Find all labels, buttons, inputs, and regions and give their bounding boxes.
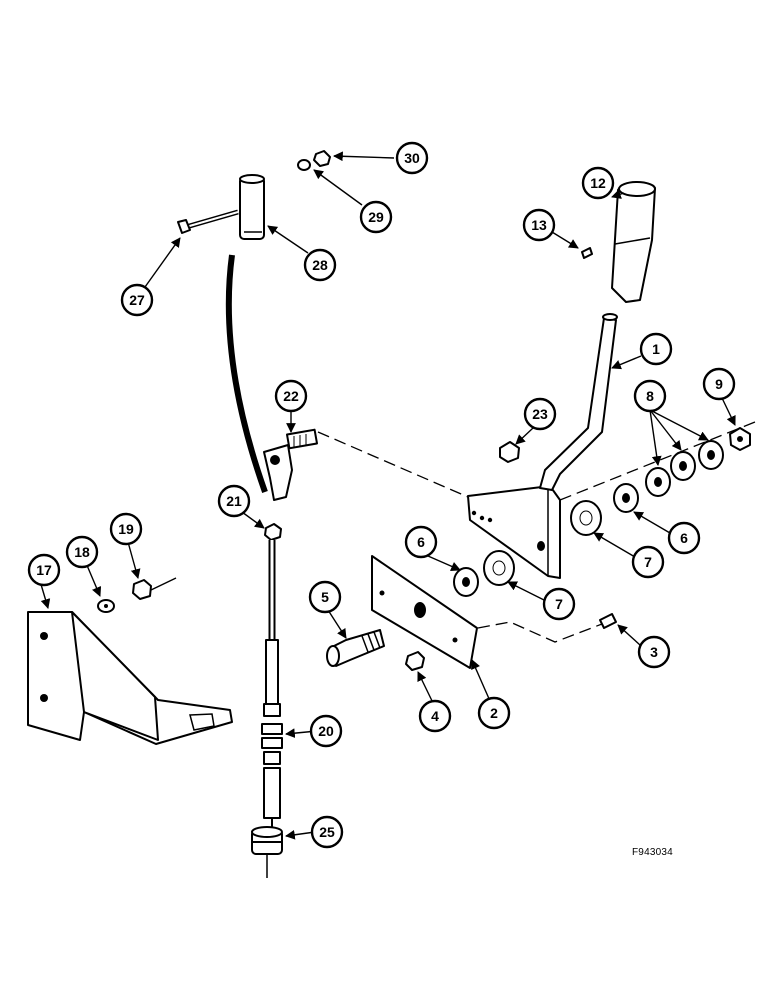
screw-part-3 xyxy=(599,613,617,629)
svg-text:2: 2 xyxy=(490,705,498,721)
callout-7-right: 7 xyxy=(631,545,665,579)
lever-part-1 xyxy=(467,313,618,579)
figure-code: F943034 xyxy=(632,847,673,858)
callout-27: 27 xyxy=(120,283,154,317)
alignment-line-bolt xyxy=(477,621,603,643)
callout-17: 17 xyxy=(27,553,61,587)
svg-text:17: 17 xyxy=(36,562,52,578)
svg-text:25: 25 xyxy=(319,824,335,840)
washer-part-8-b xyxy=(670,451,696,481)
washer-part-6-lower xyxy=(453,567,479,597)
washer-part-8-c xyxy=(698,440,724,470)
bolt-part-5 xyxy=(326,629,385,667)
cable xyxy=(225,254,268,493)
callout-3: 3 xyxy=(637,635,671,669)
callout-7-left: 7 xyxy=(542,587,576,621)
svg-text:9: 9 xyxy=(715,376,723,392)
callout-5: 5 xyxy=(308,580,342,614)
callout-6-left: 6 xyxy=(404,525,438,559)
callout-1: 1 xyxy=(639,332,673,366)
plate-part-2 xyxy=(371,555,478,669)
washer-part-8-a xyxy=(645,467,671,497)
svg-text:22: 22 xyxy=(283,388,299,404)
washer-part-6-upper xyxy=(613,483,639,513)
callout-13: 13 xyxy=(522,208,556,242)
callout-18: 18 xyxy=(65,535,99,569)
svg-text:5: 5 xyxy=(321,589,329,605)
svg-text:12: 12 xyxy=(590,175,606,191)
svg-text:1: 1 xyxy=(652,341,660,357)
svg-text:4: 4 xyxy=(431,708,439,724)
svg-text:6: 6 xyxy=(680,530,688,546)
svg-text:7: 7 xyxy=(644,554,652,570)
callout-9: 9 xyxy=(702,367,736,401)
nut-part-19 xyxy=(132,579,152,600)
callout-22: 22 xyxy=(274,379,308,413)
nut-part-4 xyxy=(405,651,425,671)
pin-part-28 xyxy=(239,174,265,240)
washer-part-29 xyxy=(297,159,311,171)
nut-part-30 xyxy=(313,150,331,167)
svg-text:7: 7 xyxy=(555,596,563,612)
rod-end-part-22 xyxy=(263,428,319,501)
callout-20: 20 xyxy=(309,714,343,748)
callout-4: 4 xyxy=(418,699,452,733)
callout-2: 2 xyxy=(477,696,511,730)
rod-assembly-part-20 xyxy=(261,540,283,828)
nut-part-23 xyxy=(499,441,520,463)
callout-6-right: 6 xyxy=(667,521,701,555)
callout-30: 30 xyxy=(395,141,429,175)
svg-text:29: 29 xyxy=(368,209,384,225)
callout-28: 28 xyxy=(303,248,337,282)
callout-21: 21 xyxy=(217,484,251,518)
grommet-part-25 xyxy=(251,826,283,878)
washer-part-7-upper xyxy=(570,500,602,536)
svg-text:30: 30 xyxy=(404,150,420,166)
alignment-line-rod-end xyxy=(317,431,469,498)
callout-12: 12 xyxy=(581,166,615,200)
svg-text:18: 18 xyxy=(74,544,90,560)
svg-text:28: 28 xyxy=(312,257,328,273)
callout-19: 19 xyxy=(109,512,143,546)
callout-25: 25 xyxy=(310,815,344,849)
washer-part-7-lower xyxy=(483,550,515,586)
set-screw-part-13 xyxy=(581,247,593,259)
bolt-part-27 xyxy=(177,209,239,234)
svg-text:13: 13 xyxy=(531,217,547,233)
bracket-part-17 xyxy=(27,611,233,745)
svg-text:20: 20 xyxy=(318,723,334,739)
svg-text:8: 8 xyxy=(646,388,654,404)
callout-29: 29 xyxy=(359,200,393,234)
callout-8: 8 xyxy=(633,379,667,413)
svg-text:27: 27 xyxy=(129,292,145,308)
nut-part-21 xyxy=(264,523,282,541)
svg-text:3: 3 xyxy=(650,644,658,660)
callout-23: 23 xyxy=(523,397,557,431)
svg-text:6: 6 xyxy=(417,534,425,550)
svg-text:21: 21 xyxy=(226,493,242,509)
knob-part-12 xyxy=(611,181,656,303)
svg-text:23: 23 xyxy=(532,406,548,422)
leader-lines xyxy=(39,151,736,840)
svg-text:19: 19 xyxy=(118,521,134,537)
